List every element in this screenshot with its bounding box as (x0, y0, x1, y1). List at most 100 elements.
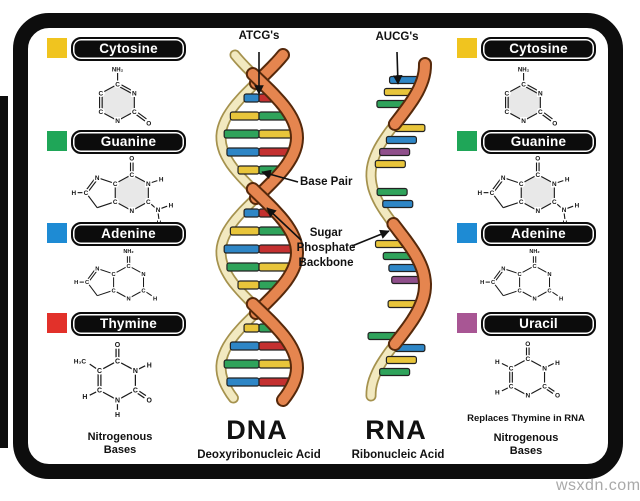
svg-text:H: H (559, 296, 563, 302)
cytosine-label-pill: Cytosine (71, 37, 186, 61)
guanine-drawing: OCNHCNHHNCCNCH (70, 154, 175, 228)
svg-text:N: N (146, 181, 151, 188)
svg-text:N: N (501, 175, 506, 182)
svg-text:H: H (555, 360, 560, 367)
svg-text:N: N (538, 91, 543, 98)
svg-text:N: N (501, 267, 505, 273)
adenine-color-swatch (47, 223, 67, 243)
svg-text:C: C (112, 288, 116, 294)
svg-text:H: H (153, 296, 157, 302)
svg-text:H: H (115, 412, 120, 419)
svg-text:NH₂: NH₂ (112, 66, 124, 73)
svg-text:N: N (525, 393, 530, 400)
rna-base-rung (385, 135, 418, 145)
svg-text:C: C (113, 199, 118, 206)
guanine-label-pill: Guanine (71, 130, 186, 154)
svg-text:C: C (538, 109, 543, 116)
svg-text:N: N (552, 181, 557, 188)
svg-text:O: O (146, 120, 151, 127)
rna-base-rung (391, 275, 423, 285)
thymine-color-swatch (47, 313, 67, 333)
svg-text:C: C (126, 264, 130, 270)
svg-text:N: N (535, 208, 540, 215)
svg-text:C: C (141, 288, 145, 294)
cytosine-label-pill-right: Cytosine (481, 37, 596, 61)
svg-text:N: N (521, 118, 526, 125)
svg-text:N: N (542, 365, 547, 372)
svg-text:NH₂: NH₂ (518, 66, 530, 73)
svg-text:N: N (547, 272, 551, 278)
uracil-label-pill: Uracil (481, 312, 596, 336)
svg-text:C: C (518, 272, 522, 278)
svg-text:H: H (72, 190, 77, 197)
svg-text:N: N (115, 398, 120, 405)
svg-text:N: N (126, 296, 130, 302)
svg-text:N: N (95, 175, 100, 182)
svg-text:C: C (99, 91, 104, 98)
svg-text:H: H (575, 203, 580, 210)
rna-title: RNA (365, 415, 427, 445)
cytosine-color-swatch-right (457, 38, 477, 58)
dna-base-pair-rung (229, 111, 289, 121)
svg-text:C: C (552, 199, 557, 206)
svg-text:C: C (542, 384, 547, 391)
atcg-tag: ATCG's (238, 30, 280, 42)
adenine-color-swatch-right (457, 223, 477, 243)
rna-base-rung (385, 355, 418, 365)
rna-subtitle: Ribonucleic Acid (351, 449, 445, 461)
svg-text:C: C (532, 264, 536, 270)
guanine-label-pill-right: Guanine (481, 130, 596, 154)
svg-text:C: C (505, 109, 510, 116)
svg-text:C: C (115, 358, 120, 365)
left-footer: Nitrogenous Bases (87, 431, 153, 456)
rna-base-rung (374, 159, 406, 169)
guanine-color-swatch-right (457, 131, 477, 151)
svg-text:C: C (133, 388, 138, 395)
svg-text:O: O (129, 155, 134, 162)
svg-text:C: C (490, 190, 495, 197)
dna-title: DNA (226, 415, 288, 445)
border-frame (13, 13, 623, 479)
svg-text:N: N (115, 118, 120, 125)
svg-text:C: C (113, 181, 118, 188)
dna-base-pair-rung (229, 226, 289, 236)
rna-base-rung (382, 199, 414, 209)
guanine-color-swatch (47, 131, 67, 151)
left-edge-strip (0, 96, 8, 448)
svg-text:C: C (84, 190, 89, 197)
svg-text:O: O (525, 341, 530, 348)
svg-text:H: H (74, 280, 78, 286)
svg-text:C: C (97, 368, 102, 375)
svg-text:H: H (480, 280, 484, 286)
dna-base-pair-rung (223, 244, 295, 254)
svg-text:H: H (169, 203, 174, 210)
svg-text:NH₂: NH₂ (123, 249, 134, 255)
dna-base-pair-rung (226, 147, 292, 157)
dna-base-pair-rung (226, 377, 292, 387)
svg-text:H: H (565, 176, 570, 183)
adenine-label-pill-right: Adenine (481, 222, 596, 246)
svg-text:H: H (159, 176, 164, 183)
svg-text:N: N (129, 208, 134, 215)
svg-text:N: N (132, 91, 137, 98)
svg-text:H: H (147, 362, 152, 369)
svg-text:C: C (535, 172, 540, 179)
dna-base-pair-rung (226, 262, 292, 272)
svg-text:NH₂: NH₂ (529, 249, 540, 255)
svg-text:H: H (495, 390, 500, 397)
svg-text:C: C (518, 288, 522, 294)
svg-text:H: H (478, 190, 483, 197)
svg-text:H: H (82, 394, 87, 401)
svg-text:C: C (85, 280, 89, 286)
